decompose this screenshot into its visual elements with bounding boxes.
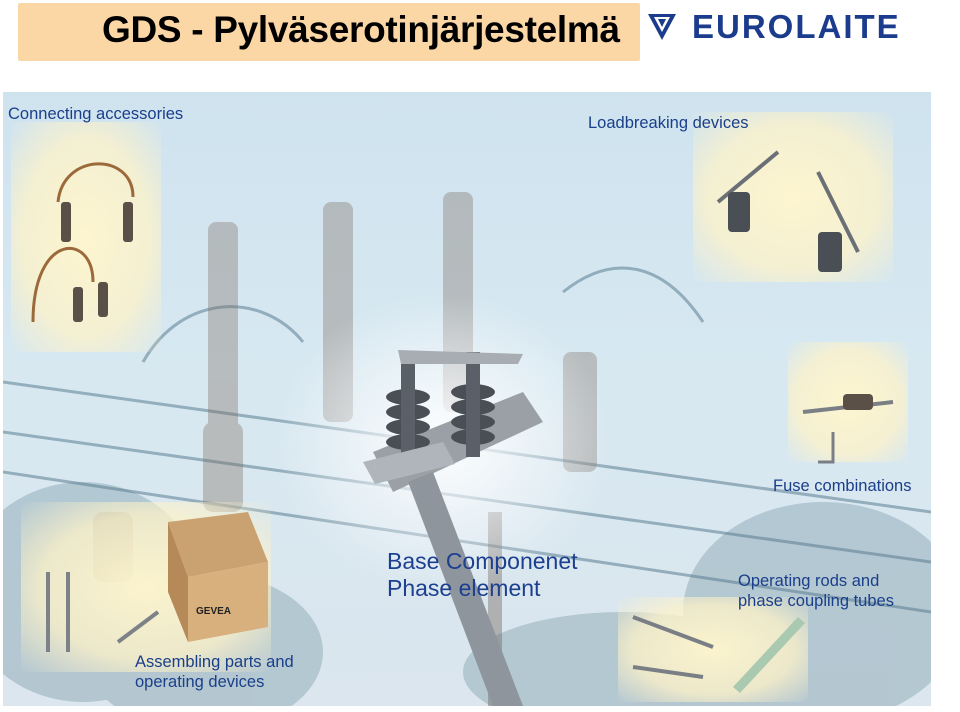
box-brand-label: GEVEA (196, 606, 231, 617)
page-title: GDS - Pylväserotinjärjestelmä (102, 9, 620, 50)
loadbreaking-devices-label: Loadbreaking devices (588, 114, 749, 132)
operating-rods-illustration (632, 615, 805, 693)
eurolaite-logo: EUROLAITE (648, 8, 960, 45)
base-component-line-1: Base Componenet (387, 548, 578, 574)
logo-wordmark: EUROLAITE (692, 8, 901, 45)
phase-element-illustration (363, 350, 543, 706)
connecting-accessories-illustration (31, 162, 135, 323)
title-banner: GDS - Pylväserotinjärjestelmä (18, 3, 640, 61)
assembling-parts-label: Assembling parts and operating devices (135, 652, 294, 692)
assembling-parts-line-2: operating devices (135, 673, 265, 691)
assembling-parts-line-1: Assembling parts and (135, 653, 294, 671)
product-poster: GEVEA Connecting accessories Loadbreakin… (3, 92, 931, 706)
operating-rods-line-1: Operating rods and (738, 572, 880, 590)
loadbreaking-illustration (716, 150, 860, 272)
eurolaite-v-mark-icon (648, 14, 676, 40)
base-component-line-2: Phase element (387, 575, 541, 601)
operating-rods-label: Operating rods and phase coupling tubes (738, 571, 894, 611)
operating-rods-line-2: phase coupling tubes (738, 592, 894, 610)
base-component-label: Base Componenet Phase element (387, 548, 578, 602)
fuse-illustration (802, 394, 894, 464)
connecting-accessories-panel (11, 122, 161, 352)
assembling-parts-illustration: GEVEA (46, 512, 268, 652)
connecting-accessories-label: Connecting accessories (8, 105, 184, 123)
fuse-combinations-label: Fuse combinations (773, 477, 912, 495)
